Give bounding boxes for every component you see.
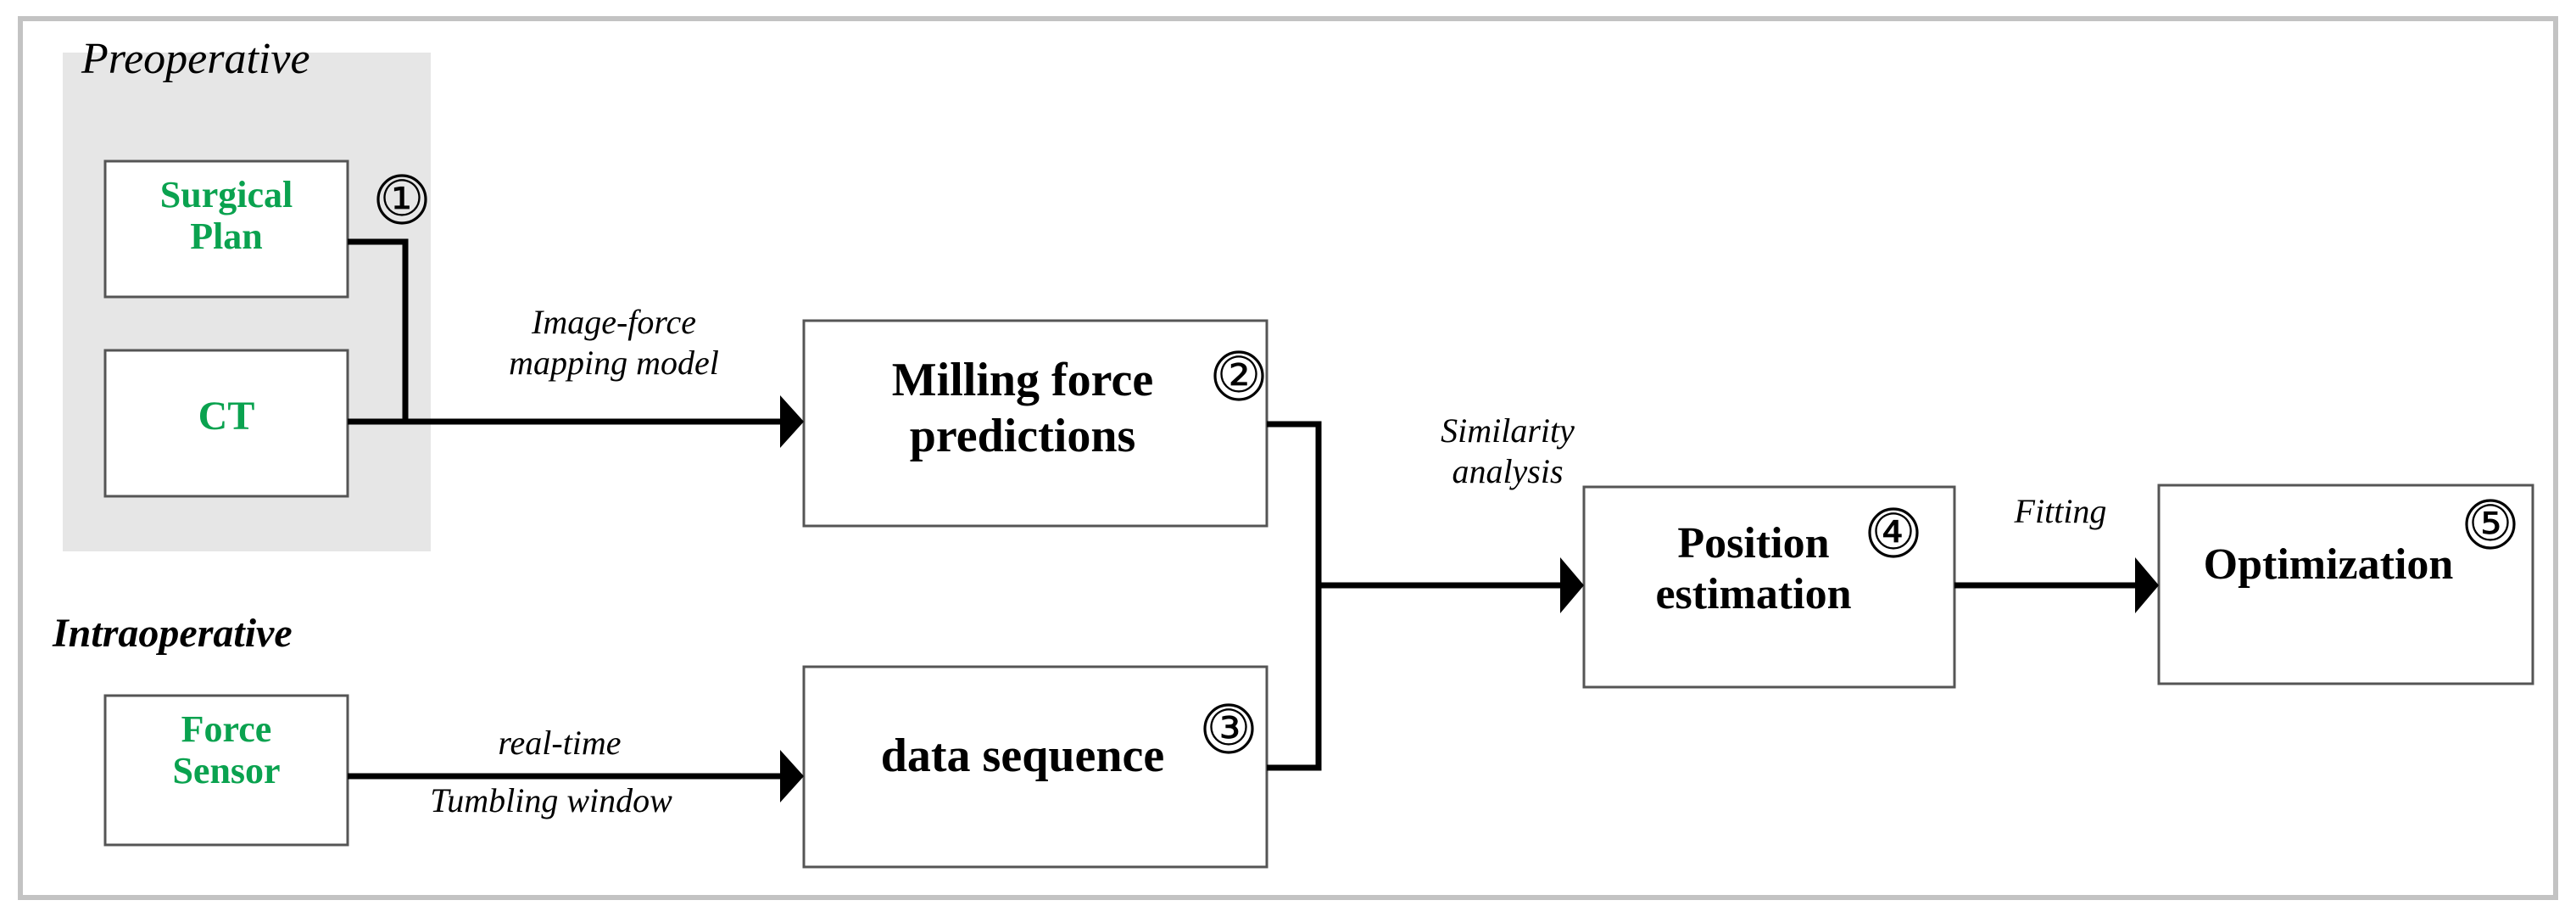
badge-circle-2 [1213, 350, 1264, 401]
connector-milling-force-to-bus [1267, 421, 1322, 771]
node-box-force-sensor[interactable] [103, 694, 349, 847]
node-box-optimization[interactable] [2157, 484, 2534, 685]
figure-outer-border [18, 16, 2558, 900]
group-title-preoperative: Preoperative [81, 35, 310, 83]
node-box-milling-force[interactable] [802, 319, 1268, 528]
arrowhead-to-data-sequence [780, 750, 804, 802]
node-label-position-estimation: Position estimation [1655, 519, 1852, 619]
node-label-ct: CT [198, 394, 255, 439]
badge-label-3: ③ [1207, 701, 1251, 756]
badge-label-4: ④ [1871, 505, 1915, 560]
arrowhead-to-optimization [2135, 557, 2159, 613]
badge-circle-1 [376, 174, 427, 225]
badge-label-5: ⑤ [2468, 496, 2512, 551]
group-title-intraoperative: Intraoperative [53, 611, 293, 656]
arrowhead-to-milling-force [780, 395, 804, 448]
arrowhead-to-position-estimation [1560, 557, 1584, 613]
edge-label-realtime: real-time [498, 724, 622, 762]
badge-circle-4 [1868, 507, 1919, 558]
badge-label-2: ② [1217, 348, 1261, 403]
node-box-position-estimation[interactable] [1582, 485, 1956, 689]
node-box-data-sequence[interactable] [802, 665, 1268, 869]
node-label-milling-force: Milling force predictions [891, 354, 1154, 463]
node-label-force-sensor: Force Sensor [172, 708, 281, 792]
node-label-optimization: Optimization [2203, 540, 2454, 589]
node-label-surgical-plan: Surgical Plan [159, 174, 293, 258]
node-box-surgical-plan[interactable] [103, 159, 349, 299]
connector-surgicalplan-to-bus [348, 238, 409, 422]
node-box-ct[interactable] [103, 349, 349, 498]
badge-label-1: ① [380, 171, 424, 226]
badge-circle-3 [1203, 703, 1254, 754]
edge-label-fitting: Fitting [2014, 492, 2107, 530]
node-label-data-sequence: data sequence [880, 730, 1165, 782]
edge-label-similarity-analysis: Similarity analysis [1441, 411, 1575, 490]
badge-circle-5 [2465, 499, 2516, 550]
edge-label-tumbling-window: Tumbling window [430, 781, 672, 819]
edge-label-image-force-mapping: Image-force mapping model [509, 303, 719, 382]
